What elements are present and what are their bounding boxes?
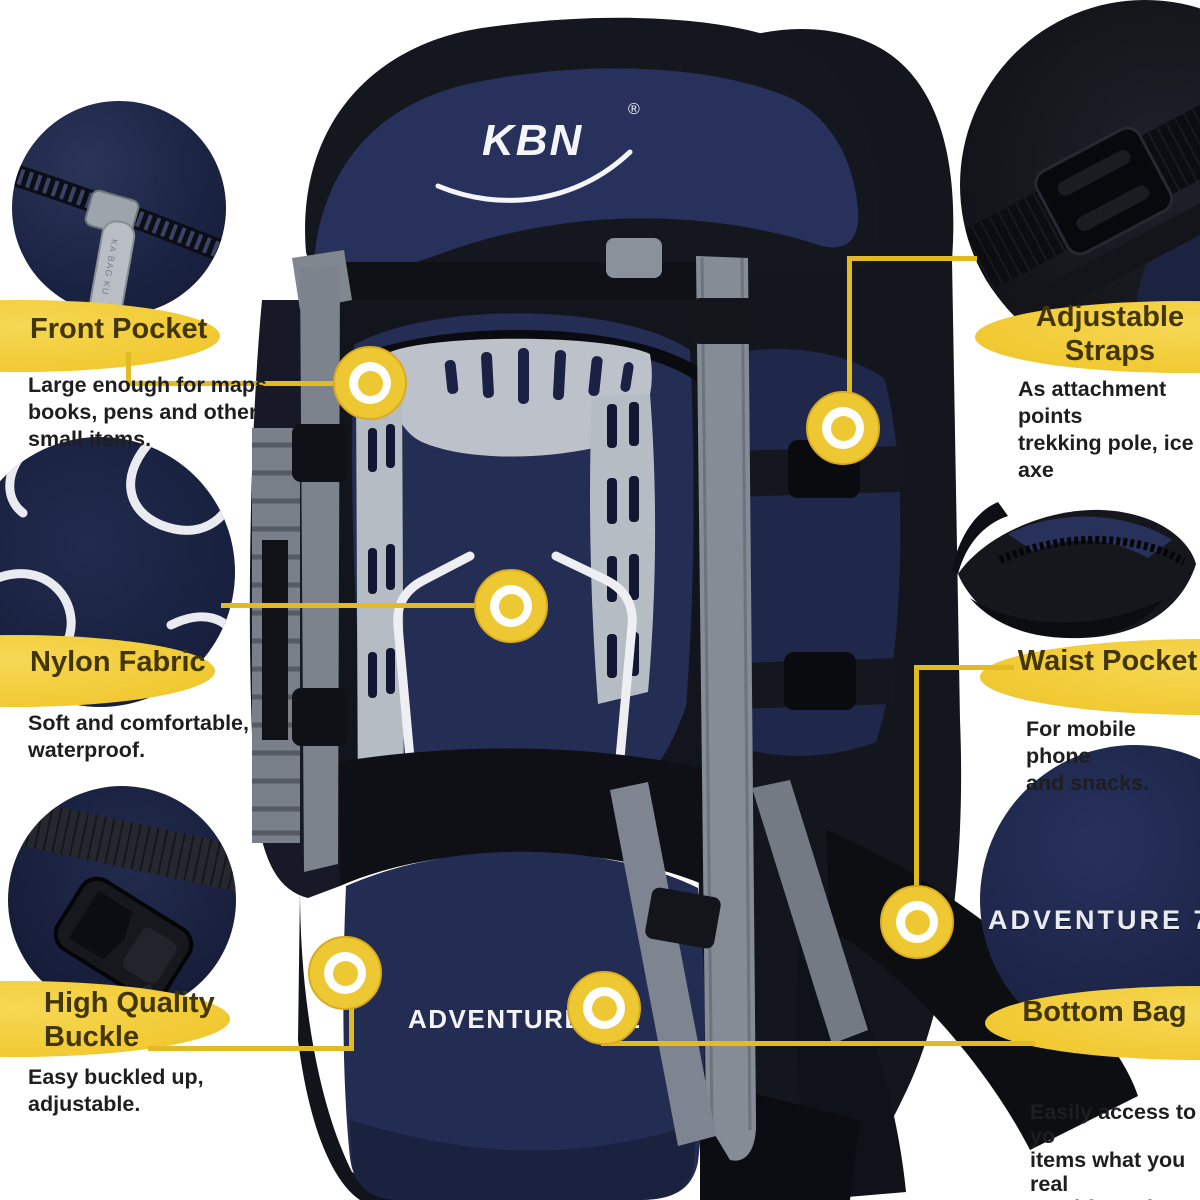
callout-desc-nylon-fabric: Soft and comfortable, waterproof. (28, 711, 249, 762)
lid-navy-band (314, 68, 859, 272)
bottom-flap (338, 748, 702, 886)
vent-slits (444, 348, 634, 404)
callout-title-buckle: High Quality Buckle (44, 987, 215, 1053)
registered-mark: ® (628, 101, 640, 118)
front-left-strap (300, 266, 340, 872)
callout-title-nylon-fabric: Nylon Fabric (30, 646, 206, 678)
right-panel-slits (607, 402, 639, 678)
connector-front-pocket (126, 352, 131, 385)
connector-bottom-bag (601, 1041, 1035, 1046)
marker-waist-pocket (880, 885, 954, 959)
bottom-bag-shadow (350, 1120, 696, 1200)
backpack-left-bottom (298, 890, 404, 1200)
connector-buckle (148, 1046, 354, 1051)
marker-front-pocket (333, 346, 407, 420)
marker-straps (806, 391, 880, 465)
callout-desc-buckle: Easy buckled up, adjustable. (28, 1065, 204, 1116)
strap-adjuster (692, 298, 756, 344)
callout-desc-waist-pocket: For mobile phone and snacks. (1026, 717, 1150, 795)
callout-desc-front-pocket: Large enough for maps, books, pens and o… (28, 373, 273, 451)
front-right-panel (590, 394, 656, 704)
webbing-strap (960, 29, 1200, 343)
pouch-shadow (970, 598, 1162, 638)
callout-desc-straps: As attachment points trekking pole, ice … (1018, 377, 1194, 482)
front-pocket-zipper-inset: KA BAG KU (12, 101, 226, 315)
side-strap (262, 540, 288, 740)
callout-desc-bottom-bag: Easily access to yo items what you real … (1030, 1100, 1197, 1200)
brand-logo-text: KBN (482, 116, 583, 165)
buckle-strap-top (8, 795, 236, 893)
lid-strap-keeper (606, 238, 662, 278)
connector-nylon-fabric (221, 603, 513, 608)
callout-title-front-pocket: Front Pocket (30, 313, 208, 345)
bottom-inset-label: ADVENTURE 75L (988, 905, 1200, 935)
connector-straps (847, 256, 977, 261)
buckle-inset (8, 786, 236, 1014)
marker-buckle (308, 936, 382, 1010)
brand-logo: KBN ® (435, 101, 640, 203)
front-left-buckles (292, 424, 348, 746)
ladderlock-buckle (1034, 126, 1174, 256)
bottom-bag-panel (343, 851, 705, 1200)
marker-bottom-bag (567, 971, 641, 1045)
connector-straps (847, 256, 852, 431)
vertical-strap-edge (700, 257, 752, 1131)
connector-buckle (349, 1001, 354, 1051)
front-left-panel (356, 370, 404, 833)
fabric-print-pattern (0, 437, 235, 677)
left-panel-slits (368, 424, 395, 698)
pouch-flap (952, 502, 1008, 574)
connector-waist-pocket (914, 665, 1014, 670)
pouch-zipper (998, 535, 1187, 566)
callout-title-waist-pocket: Waist Pocket (1017, 645, 1198, 677)
callout-title-bottom-bag: Bottom Bag (1022, 996, 1187, 1028)
connector-front-pocket (126, 381, 372, 386)
marker-nylon-fabric (474, 569, 548, 643)
zipper-pull: KA BAG KU (88, 220, 136, 315)
connector-waist-pocket (914, 665, 919, 925)
callout-title-straps: Adjustable Straps (1035, 301, 1185, 367)
diagonal-strap (610, 782, 716, 1146)
diagonal-strap (752, 780, 868, 1044)
waist-pocket-inset (950, 478, 1200, 650)
brand-logo-swoosh (435, 149, 633, 203)
ladderlock-buckle (645, 887, 721, 949)
